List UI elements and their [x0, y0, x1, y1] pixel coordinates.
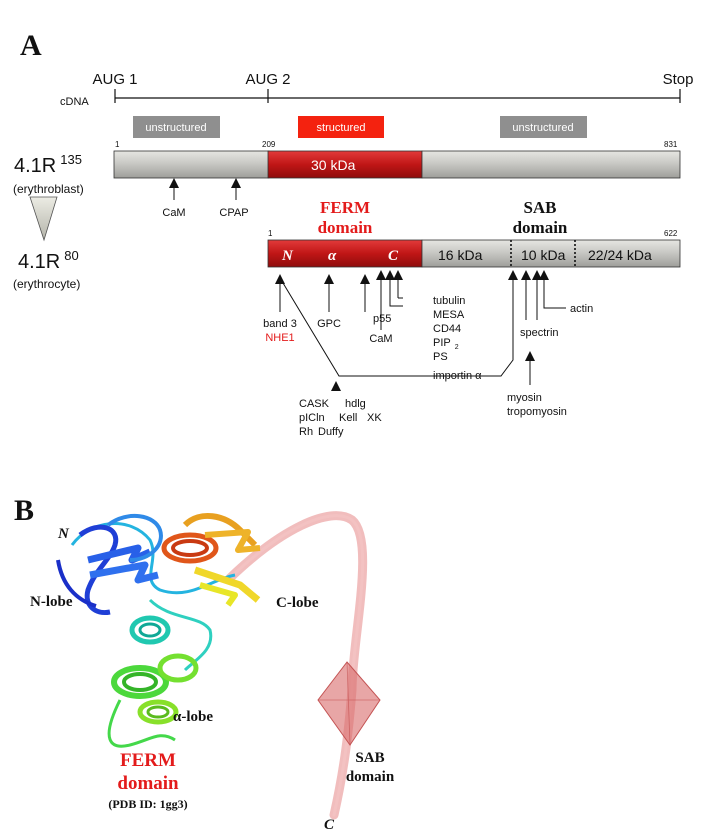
ferm-title-2: domain: [318, 218, 373, 237]
bar-135-right: [421, 150, 681, 179]
lobe-n-label: N: [281, 248, 294, 264]
n-lobe-label: N-lobe: [30, 594, 73, 610]
core-30kda-label: 30 kDa: [311, 157, 356, 173]
panel-a-label: A: [20, 29, 42, 62]
partner-arrowheads: [275, 270, 549, 391]
lobe-c-label: C: [388, 248, 399, 264]
cdna-label: cDNA: [60, 96, 89, 108]
conversion-triangle: [29, 196, 58, 242]
partner-band3: band 3: [263, 318, 297, 330]
partner-cam: CaM: [369, 333, 392, 345]
seg-10kda-label: 10 kDa: [521, 247, 566, 263]
unstructured-left-box: [133, 116, 220, 138]
protein-135: 1 209 831 30 kDa CaM CPAP: [113, 140, 681, 219]
region-boxes: unstructured structured unstructured: [133, 116, 587, 138]
partner-hdlg: hdlg: [345, 398, 366, 410]
partner-arrows: [279, 276, 566, 385]
bar-80-ferm: [267, 239, 423, 268]
c-lobe-label: C-lobe: [276, 595, 319, 611]
bar-80-tail: [421, 239, 681, 268]
pos-1-top: 1: [115, 140, 120, 149]
structured-box: [298, 116, 384, 138]
partner-importin: importin α: [433, 370, 482, 382]
c-terminus-label: C: [324, 817, 335, 833]
pos-209: 209: [262, 140, 276, 149]
panel-b-label: B: [14, 494, 34, 527]
partner-cd44: CD44: [433, 323, 461, 335]
aug1-label: AUG 1: [92, 71, 137, 88]
pos-622: 622: [664, 229, 678, 238]
seg-2224kda-label: 22/24 kDa: [588, 247, 652, 263]
unstructured-left-label: unstructured: [145, 122, 206, 134]
sab-title-2: domain: [513, 218, 568, 237]
lobe-alpha-label: α: [328, 248, 337, 264]
partner-picln: pICln: [299, 412, 325, 424]
partner-mesa: MESA: [433, 309, 465, 321]
ferm-label-2: domain: [117, 773, 179, 794]
panel-b-labels: N N-lobe C-lobe α-lobe FERM domain (PDB …: [30, 526, 395, 833]
isoform-80-cell: (erythrocyte): [13, 277, 80, 291]
partner-actin: actin: [570, 303, 593, 315]
partner-gpc: GPC: [317, 318, 341, 330]
alpha-lobe-label: α-lobe: [173, 709, 213, 725]
pdb-id-label: (PDB ID: 1gg3): [108, 797, 187, 811]
aug2-label: AUG 2: [245, 71, 290, 88]
n-terminus-label: N: [57, 526, 70, 542]
isoform-135-cell: (erythroblast): [13, 182, 84, 196]
partner-myosin: myosin: [507, 392, 542, 404]
partner-xk: XK: [367, 412, 382, 424]
sab-tail: [225, 511, 381, 820]
partner-nhe1: NHE1: [265, 332, 294, 344]
structured-label: structured: [317, 122, 366, 134]
binder-cpap: CPAP: [219, 207, 248, 219]
partner-kell: Kell: [339, 412, 357, 424]
pos-831: 831: [664, 140, 678, 149]
sab-label-2: domain: [346, 769, 395, 785]
sab-label-1: SAB: [355, 750, 384, 766]
ferm-label-1: FERM: [120, 750, 176, 771]
protein-80: 1 622 N α C 16 kDa 10 kDa 22/24 kDa: [267, 229, 681, 268]
partner-tropomyosin: tropomyosin: [507, 406, 567, 418]
ferm-title-1: FERM: [320, 198, 370, 217]
binder-cam-top: CaM: [162, 207, 185, 219]
bar-135-left: [113, 150, 270, 179]
partner-duffy: Duffy: [318, 426, 344, 438]
ferm-structure: [56, 512, 261, 748]
sab-title-1: SAB: [523, 198, 556, 217]
sab-diamond: [317, 661, 381, 746]
partner-ps: PS: [433, 351, 448, 363]
seg-16kda-label: 16 kDa: [438, 247, 483, 263]
partner-p55: p55: [373, 313, 391, 325]
partner-rh: Rh: [299, 426, 313, 438]
partner-labels: band 3 NHE1 GPC p55 CaM tubulin MESA CD4…: [263, 295, 593, 438]
partner-spectrin: spectrin: [520, 327, 559, 339]
unstructured-right-box: [500, 116, 587, 138]
partner-cask: CASK: [299, 398, 330, 410]
partner-tubulin: tubulin: [433, 295, 465, 307]
cdna-track: AUG 1 AUG 2 Stop cDNA: [60, 71, 693, 108]
pos-1-bottom: 1: [268, 229, 273, 238]
unstructured-right-label: unstructured: [512, 122, 573, 134]
stop-label: Stop: [663, 71, 694, 88]
